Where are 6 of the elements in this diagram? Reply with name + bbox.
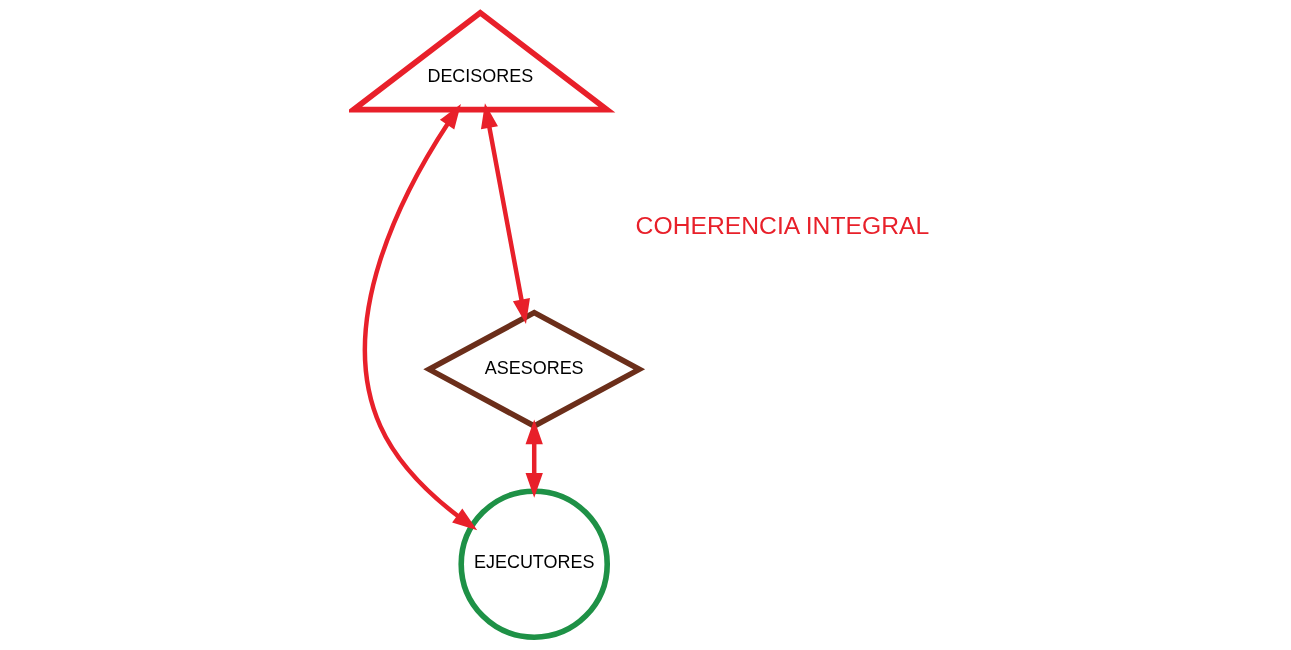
label: COHERENCIA INTEGRAL [635, 211, 929, 239]
arrow [525, 419, 543, 498]
node-diamond: ASESORES [422, 309, 645, 430]
arrow [362, 104, 477, 531]
node-circle: EJECUTORES [457, 488, 610, 640]
arrow [480, 103, 530, 324]
